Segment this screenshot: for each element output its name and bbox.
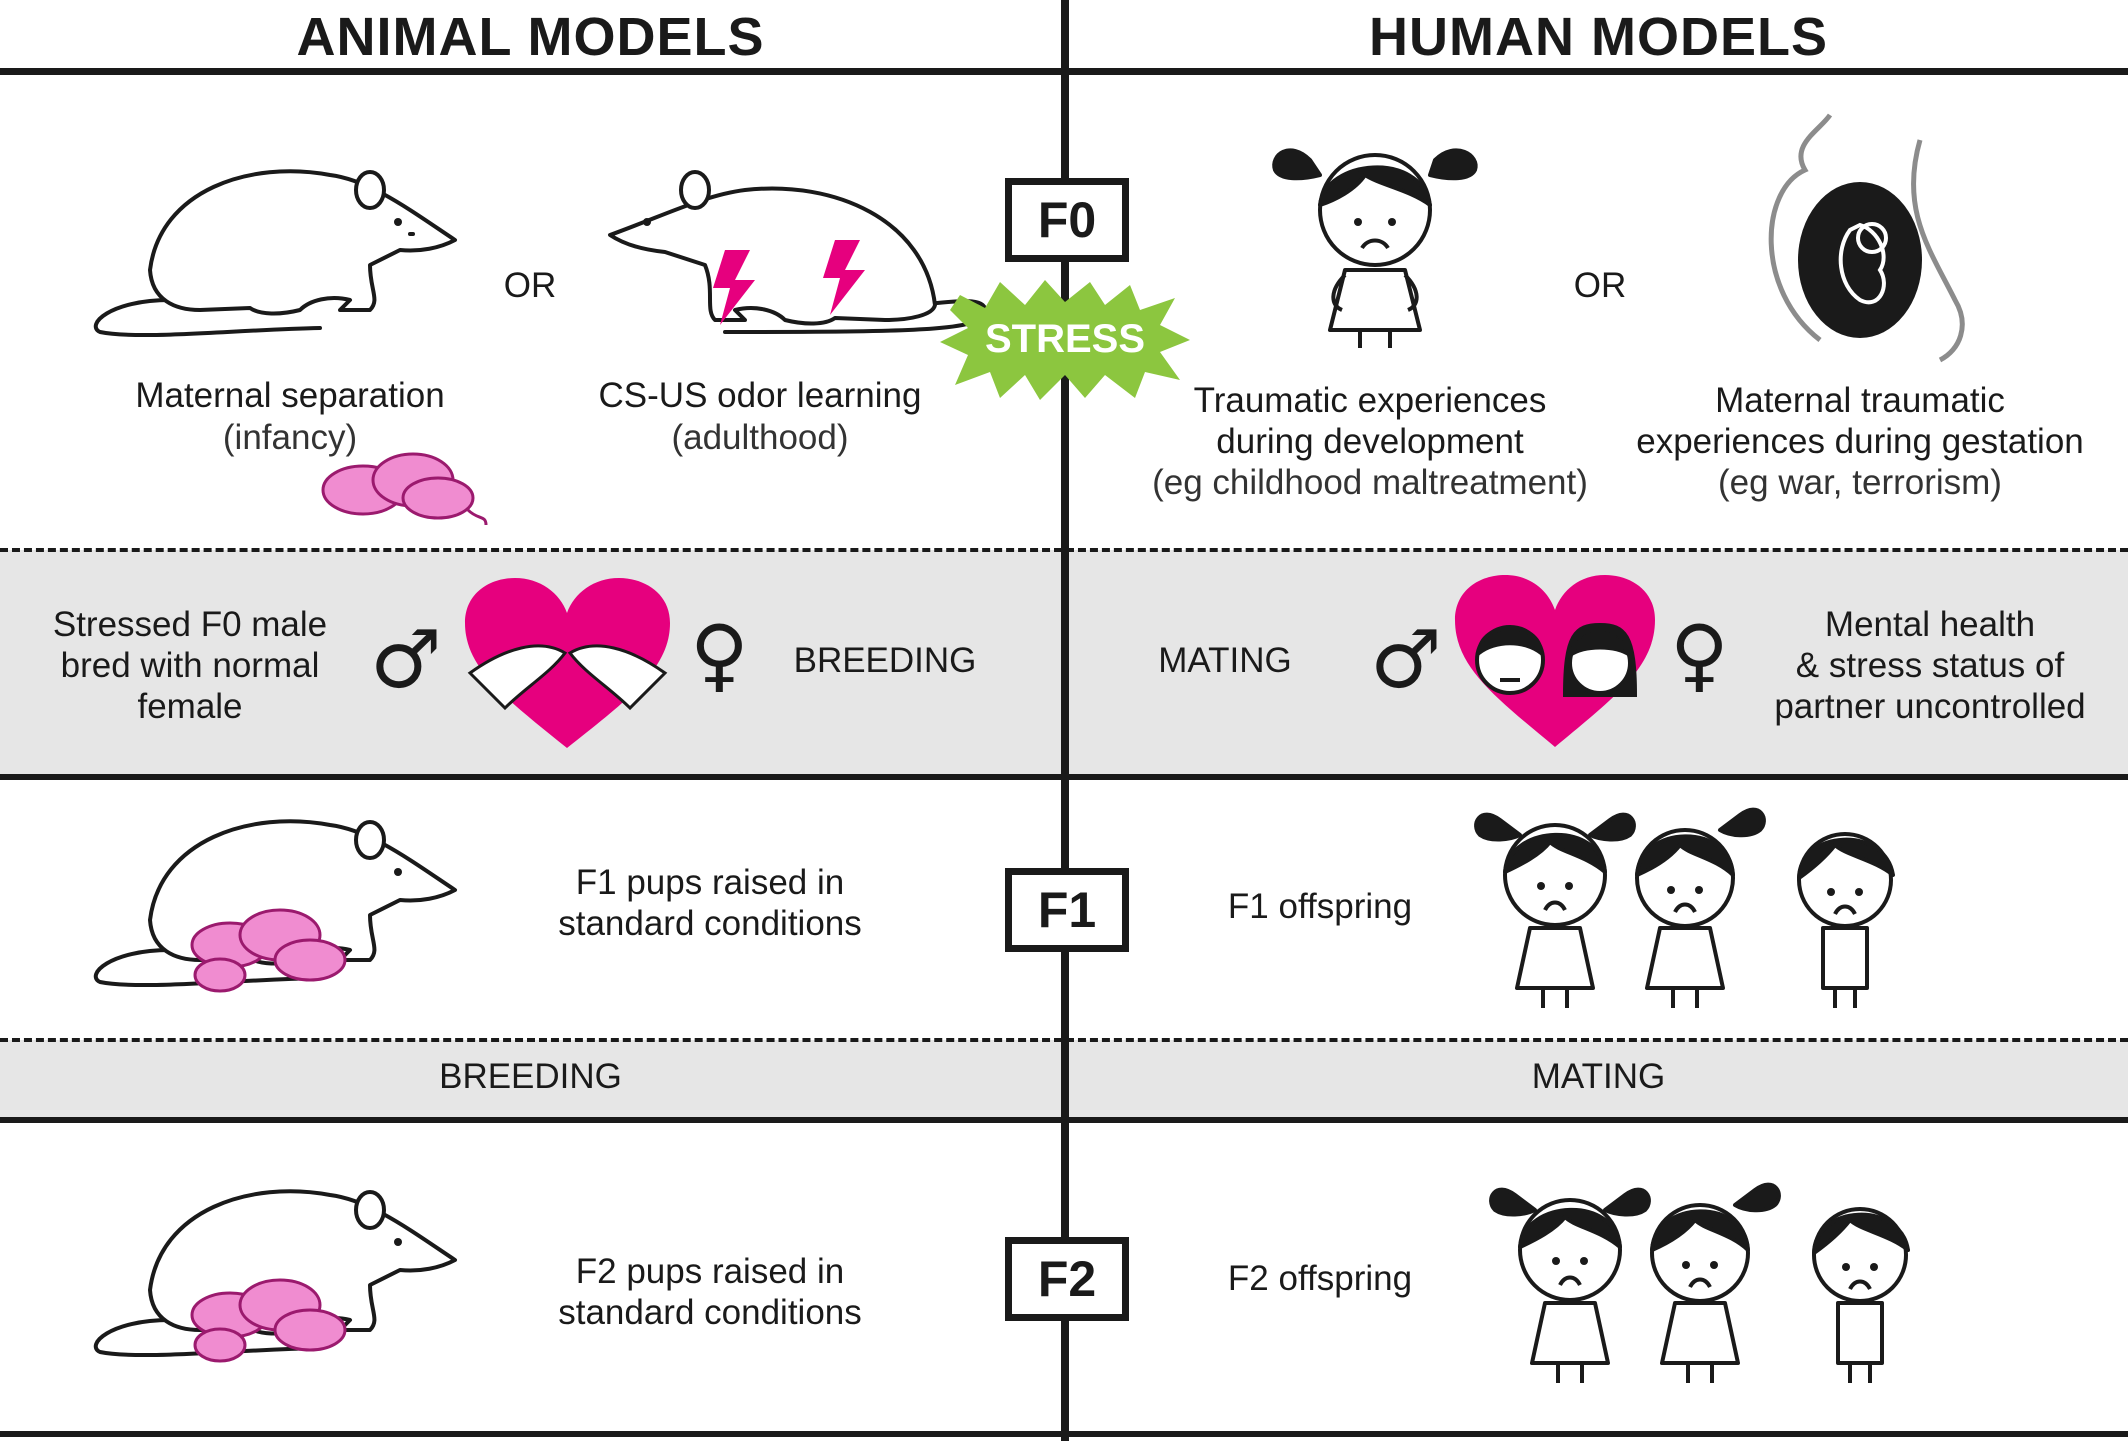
maternal-gestation-line1: Maternal traumatic	[1715, 381, 2005, 420]
generation-f2-badge: F2	[1005, 1237, 1129, 1321]
pups-illustration	[321, 452, 488, 526]
f2-offspring-label: F2 offspring	[1227, 1259, 1413, 1298]
or-label-animal: OR	[503, 266, 557, 305]
sad-girl-illustration	[1272, 148, 1478, 348]
stressed-male-line3: female	[137, 687, 243, 726]
mating-label-row1: MATING	[1158, 641, 1292, 680]
stress-label: STRESS	[985, 317, 1145, 361]
heart-couple-illustration	[1455, 575, 1655, 747]
partner-status-line1: Mental health	[1824, 605, 2036, 644]
female-symbol-animal: ♀	[690, 608, 749, 701]
traumatic-dev-sub: (eg childhood maltreatment)	[1152, 463, 1588, 502]
cs-us-title: CS-US odor learning	[598, 376, 922, 415]
f2-pups-line2: standard conditions	[558, 1293, 862, 1332]
cs-us-sub: (adulthood)	[671, 418, 849, 457]
female-symbol-human: ♀	[1670, 608, 1729, 701]
partner-status-line3: partner uncontrolled	[1774, 687, 2086, 726]
male-symbol-animal: ♂	[370, 613, 442, 706]
rat-illustration	[93, 169, 457, 338]
sad-children-f1-illustration	[1474, 807, 1895, 1008]
rat-mother-f1-illustration	[93, 819, 457, 993]
stress-burst: STRESS	[940, 280, 1190, 400]
breeding-label-row2: BREEDING	[439, 1057, 622, 1096]
traumatic-dev-line2: during development	[1216, 422, 1524, 461]
human-models-header: HUMAN MODELS	[1369, 7, 1828, 67]
f1-offspring-label: F1 offspring	[1227, 887, 1413, 926]
f1-pups-line1: F1 pups raised in	[575, 863, 845, 902]
mating-label-row2: MATING	[1531, 1057, 1666, 1096]
rat-mother-f2-illustration	[93, 1189, 457, 1363]
animal-models-header: ANIMAL MODELS	[296, 7, 765, 67]
partner-status-line2: & stress status of	[1795, 646, 2065, 685]
maternal-gestation-sub: (eg war, terrorism)	[1718, 463, 2002, 502]
f2-pups-line1: F2 pups raised in	[575, 1252, 845, 1291]
traumatic-dev-line1: Traumatic experiences	[1193, 381, 1547, 420]
stressed-male-line2: bred with normal	[60, 646, 320, 685]
male-symbol-human: ♂	[1370, 613, 1442, 706]
generation-f1-badge: F1	[1005, 868, 1129, 952]
heart-rats-illustration	[465, 578, 670, 748]
f1-pups-line2: standard conditions	[558, 904, 862, 943]
center-divider	[1061, 0, 1069, 1441]
or-label-human: OR	[1573, 266, 1627, 305]
breeding-label-row1: BREEDING	[793, 641, 977, 680]
pregnancy-fetus-illustration	[1768, 113, 1965, 363]
generation-f0-badge: F0	[1005, 178, 1129, 262]
sad-children-f2-illustration	[1489, 1182, 1910, 1383]
maternal-gestation-line2: experiences during gestation	[1636, 422, 2084, 461]
maternal-separation-sub: (infancy)	[222, 418, 358, 457]
stressed-male-line1: Stressed F0 male	[52, 605, 328, 644]
maternal-separation-title: Maternal separation	[135, 376, 445, 415]
